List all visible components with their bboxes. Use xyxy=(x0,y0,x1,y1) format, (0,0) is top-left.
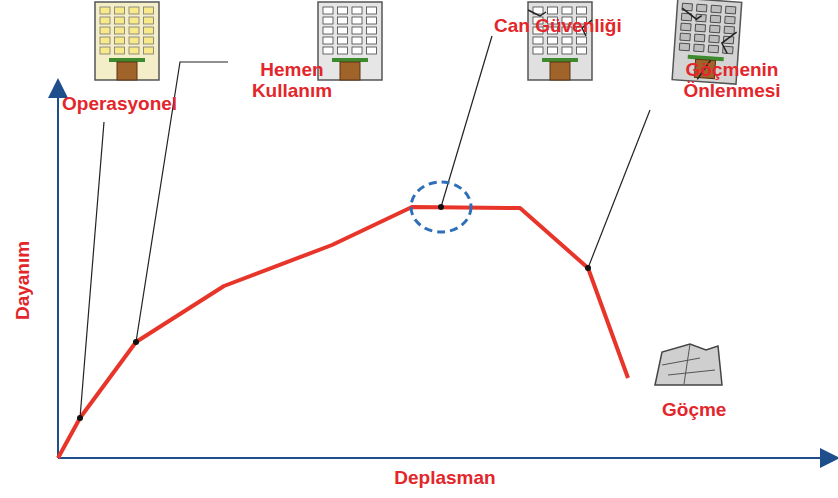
performance-label: Göçme xyxy=(662,400,726,421)
y-axis xyxy=(57,88,59,458)
axis-label: Dayanım xyxy=(14,240,35,319)
performance-label: Operasyonel xyxy=(62,94,177,115)
building-operational xyxy=(95,2,159,80)
building-life-safety xyxy=(528,2,592,80)
performance-label: Can Güvenliği xyxy=(494,16,622,37)
curve-points xyxy=(77,204,591,421)
axis-label: Deplasman xyxy=(394,468,495,489)
x-axis xyxy=(58,457,830,459)
highlight-circle xyxy=(411,182,471,232)
performance-label: Hemen Kullanım xyxy=(236,60,348,102)
rubble xyxy=(655,344,722,385)
capacity-curve xyxy=(58,207,628,458)
performance-label: Göçmenin Önlenmesi xyxy=(668,60,796,102)
building-immediate-occupancy xyxy=(318,2,382,80)
